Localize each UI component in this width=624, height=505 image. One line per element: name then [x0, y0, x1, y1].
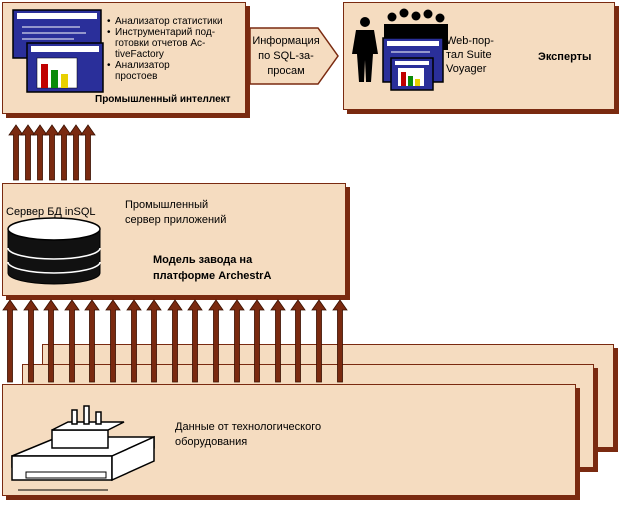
list-item: tiveFactory	[115, 49, 164, 60]
up-arrow	[8, 124, 24, 181]
up-arrow	[290, 299, 306, 383]
list-item: •Инструментарий под-	[107, 27, 216, 38]
up-arrow	[56, 124, 72, 181]
up-arrow	[187, 299, 203, 383]
up-arrow	[2, 299, 18, 383]
portal-screen-icon	[382, 37, 444, 91]
db-server-label: Сервер БД inSQL	[6, 206, 96, 218]
list-item: простоев	[115, 71, 158, 82]
portal-label-line3: Voyager	[446, 63, 487, 75]
list-item: •Анализатор	[107, 60, 170, 71]
up-arrow	[270, 299, 286, 383]
up-arrow	[23, 299, 39, 383]
equipment-label-line1: Данные от технологического	[175, 421, 322, 433]
up-arrow	[146, 299, 162, 383]
sql-info-line3: просам	[267, 65, 304, 77]
up-arrow	[20, 124, 36, 181]
up-arrow	[43, 299, 59, 383]
up-arrow	[332, 299, 348, 383]
lower-arrows	[2, 299, 348, 383]
up-arrow	[208, 299, 224, 383]
list-item: •Анализатор статистики	[107, 16, 223, 27]
sql-info-arrow: Информация по SQL-за- просам	[249, 27, 339, 85]
portal-label-line2: тал Suite	[446, 49, 492, 61]
up-arrow	[167, 299, 183, 383]
experts-label: Эксперты	[538, 51, 592, 63]
plant-model-label-line2: платформе ArchestrA	[153, 270, 272, 282]
sql-info-line2: по SQL-за-	[258, 50, 314, 62]
bi-title: Промышленный интеллект	[95, 94, 231, 105]
list-item: готовки отчетов Ac-	[115, 38, 206, 49]
database-icon	[7, 217, 101, 285]
up-arrow	[105, 299, 121, 383]
portal-label-line1: Web-пор-	[446, 35, 494, 47]
plant-model-label-line1: Модель завода на	[153, 254, 253, 266]
up-arrow	[44, 124, 60, 181]
factory-equipment-icon	[11, 405, 155, 491]
up-arrow	[32, 124, 48, 181]
app-server-label-line1: Промышленный	[125, 199, 209, 211]
equipment-label-line2: оборудования	[175, 436, 248, 448]
app-server-label-line2: сервер приложений	[125, 214, 227, 226]
upper-arrows	[8, 124, 96, 181]
up-arrow	[80, 124, 96, 181]
sql-info-line1: Информация	[252, 35, 319, 47]
up-arrow	[64, 299, 80, 383]
bi-tools-list: •Анализатор статистики •Инструментарий п…	[107, 16, 223, 82]
up-arrow	[68, 124, 84, 181]
report-screen-front-icon	[26, 42, 104, 93]
up-arrow	[249, 299, 265, 383]
up-arrow	[311, 299, 327, 383]
up-arrow	[126, 299, 142, 383]
up-arrow	[229, 299, 245, 383]
up-arrow	[84, 299, 100, 383]
